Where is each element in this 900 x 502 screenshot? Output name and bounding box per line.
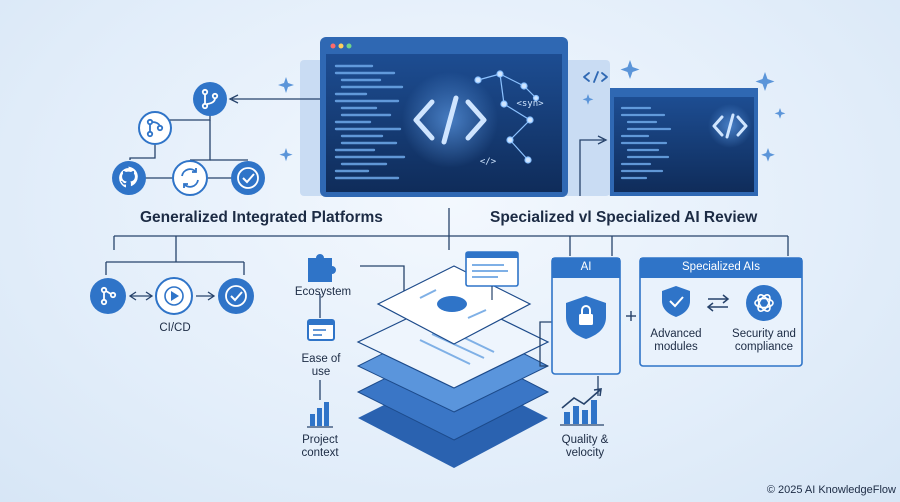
github-icon xyxy=(112,161,146,195)
openai-icon xyxy=(746,285,782,321)
ai-box-title: AI xyxy=(580,261,592,273)
shield-lock-icon xyxy=(566,296,606,339)
advanced-modules-label: Advanced modules xyxy=(650,328,702,353)
specialized-ais-box xyxy=(639,257,803,367)
swap-arrows-icon xyxy=(706,294,730,312)
git-branch-icon xyxy=(193,82,227,116)
code-brackets-icon xyxy=(413,95,487,145)
play-icon xyxy=(155,277,193,315)
project-context-label: Project context xyxy=(301,434,339,459)
security-compliance-label: Security and compliance xyxy=(732,328,796,353)
check-icon xyxy=(231,161,265,195)
heading-generalized-platforms: Generalized Integrated Platforms xyxy=(140,209,383,226)
secondary-code-screen xyxy=(608,88,758,196)
puzzle-icon xyxy=(308,254,336,282)
specialized-ais-title: Specialized AIs xyxy=(682,261,760,273)
shield-check-icon xyxy=(662,286,690,317)
window-icon xyxy=(307,319,335,341)
network-graph-icon xyxy=(474,70,540,164)
code-tag-small: </> xyxy=(479,157,497,167)
main-code-screen xyxy=(300,37,610,197)
copyright-footer: © 2025 AI KnowledgeFlow xyxy=(766,484,896,496)
bar-chart-icon xyxy=(307,402,333,428)
git-merge-icon xyxy=(138,111,172,145)
cicd-label: CI/CD xyxy=(159,322,191,334)
sync-icon xyxy=(172,160,208,196)
code-brackets-small-icon xyxy=(712,113,748,139)
quality-chart-icon xyxy=(560,388,604,426)
document-card xyxy=(465,251,519,300)
syn-tag: <syn> xyxy=(516,99,544,109)
heading-specialized-review: Specialized vl Specialized AI Review xyxy=(490,209,758,226)
quality-velocity-label: Quality & velocity xyxy=(561,434,609,459)
layer-stack xyxy=(356,265,550,468)
ecosystem-label: Ecosystem xyxy=(294,286,352,298)
git-commit-icon xyxy=(90,278,126,314)
ease-of-use-label: Ease of use xyxy=(301,353,341,378)
sparkle-icon xyxy=(278,60,786,162)
check-icon xyxy=(218,278,254,314)
